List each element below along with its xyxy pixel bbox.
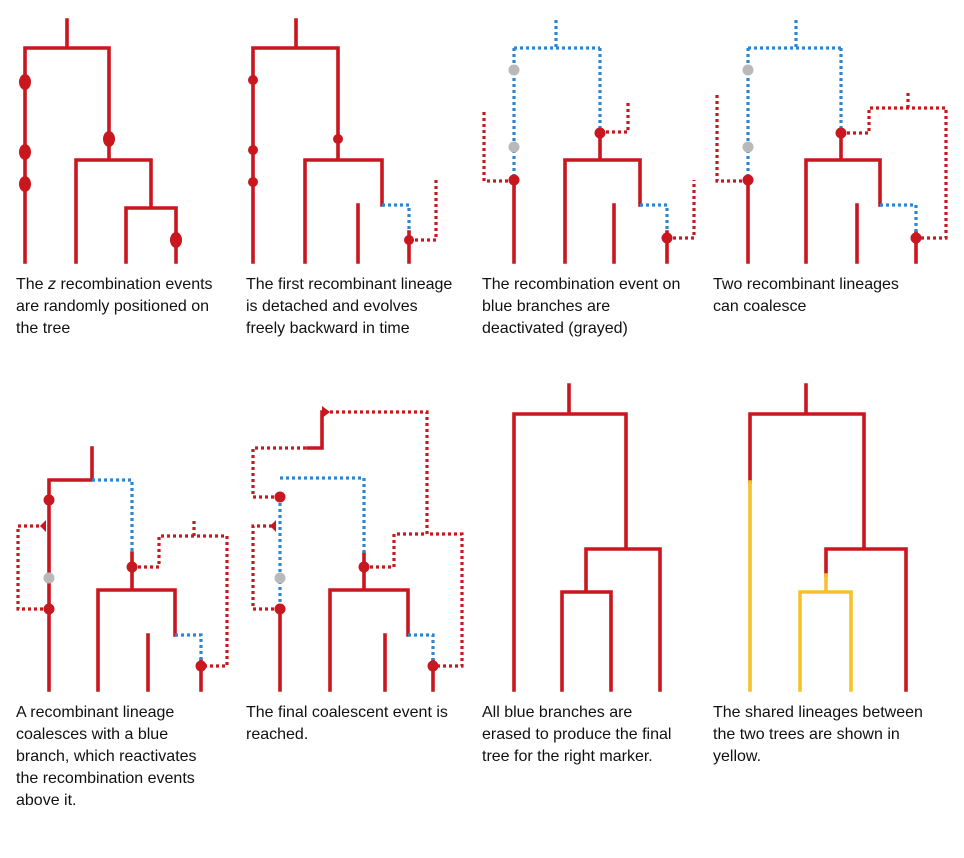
recombinant-lineage [251,524,280,611]
recombination-event [835,127,847,139]
recombinant-lineage [600,100,630,134]
recombination-event [508,174,520,186]
panel-2-events [248,75,414,245]
deactivated-event [274,572,286,584]
panel-4-caption: Two recombinant lineages can coalesce [713,276,899,315]
detached-lineage [278,476,435,660]
detached-lineage [92,478,203,660]
recombination-event [333,134,343,144]
recombination-event [19,74,31,90]
recombination-event [19,144,31,160]
panel-6-caption: The final coalescent event is reached. [246,704,448,743]
recombination-event [126,561,138,573]
panel-4-branches [715,20,948,264]
recombinant-lineage [251,446,308,499]
recombinant-lineage [482,110,514,183]
recombination-event [103,131,115,147]
recombination-lineage-coalesced [841,90,948,240]
panel-2-caption: The first recombinant lineage is detache… [246,276,453,337]
recombination-event [43,494,55,506]
recombination-event [195,660,207,672]
panel-3-caption: The recombination event on blue branches… [482,276,681,337]
recombination-event [43,603,55,615]
recombination-event [427,660,439,672]
caption-variable: z [48,276,57,293]
recombinant-lineage [667,180,696,240]
recombination-event [358,561,370,573]
deactivated-event [43,572,55,584]
recombination-event [404,235,414,245]
detached-lineage [746,20,918,232]
recombination-event [248,75,258,85]
detached-lineage [382,203,411,232]
recombination-event [742,174,754,186]
panel-8-caption: The shared lineages between the two tree… [713,704,923,765]
panel-3-branches [482,20,696,264]
panel-7-caption: All blue branches are erased to produce … [482,704,672,765]
recombination-event [594,127,606,139]
recombination-event [248,177,258,187]
panel-4-events [742,64,922,244]
panel-1-caption: The z recombination events are randomly … [16,274,228,340]
panel-5-caption: A recombinant lineage coalesces with a b… [16,704,197,809]
panel-1-events [19,74,182,248]
recombinant-lineage [715,95,748,183]
deactivated-event [742,141,754,153]
arrow-head [270,520,276,532]
panel-8-branches [748,383,908,692]
shared-lineage [748,480,853,692]
recombination-event [274,491,286,503]
caption-text: recombination events are randomly positi… [16,276,213,337]
detached-lineage [512,20,669,232]
panel-6-events [274,491,439,672]
recombination-event [274,603,286,615]
deactivated-event [742,64,754,76]
arrow-head [322,406,330,418]
final-coalescent-lineage [330,410,464,668]
panel-5-events [43,494,207,672]
panel-5-branches [16,446,229,692]
recombination-event [19,176,31,192]
arrow-head [40,520,46,532]
deactivated-event [508,141,520,153]
panel-3-events [508,64,673,244]
recombination-event [910,232,922,244]
recombination-event [248,145,258,155]
caption-text: The [16,276,49,293]
recombinant-lineage [409,180,438,242]
deactivated-event [508,64,520,76]
recombination-lineage-coalesced [132,518,229,668]
recombination-event [170,232,182,248]
panel-7-branches [512,383,662,692]
recombination-event [661,232,673,244]
recombinant-lineage [16,524,49,611]
panel-6-branches [251,410,464,692]
